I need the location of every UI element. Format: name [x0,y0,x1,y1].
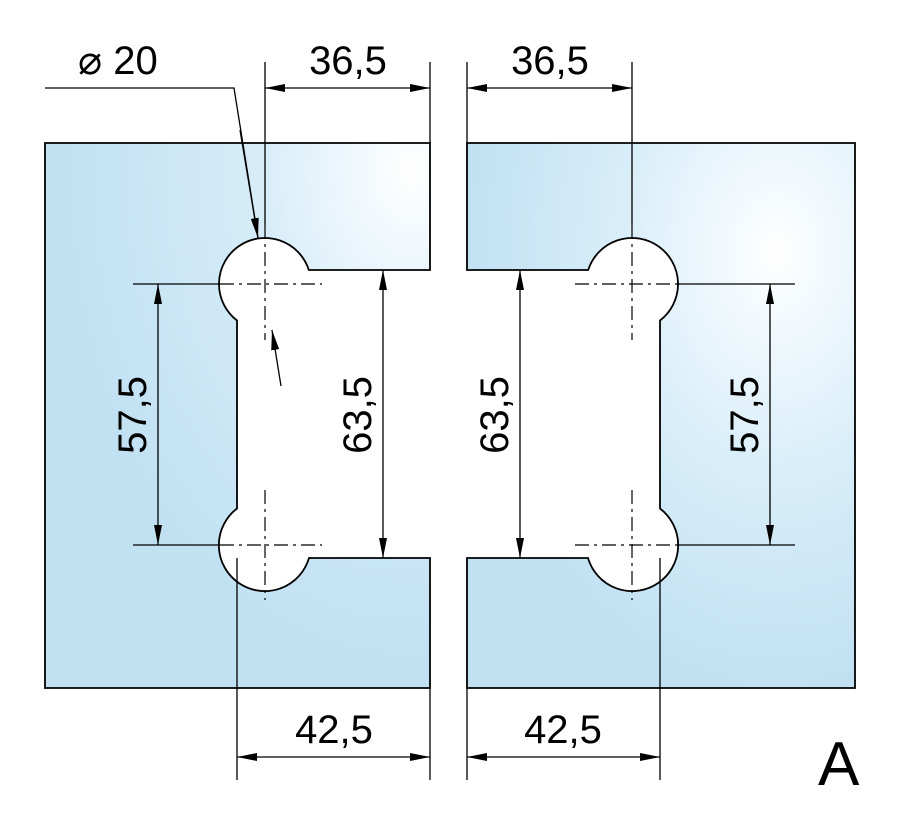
left-glass-plate [44,142,431,689]
left-inner-dimension: 63,5 [336,376,380,454]
view-label: A [818,730,860,799]
top-left-dimension: 36,5 [309,39,387,83]
centerlines [220,225,677,600]
right-outer-dimension: 57,5 [723,376,767,454]
bottom-left-dimension: 42,5 [295,708,373,752]
right-inner-dimension: 63,5 [473,376,517,454]
diameter-label: ⌀ 20 [78,39,158,83]
extension-lines [133,62,795,780]
dimension-lines [45,84,774,761]
right-glass-plate [466,142,856,689]
bottom-right-dimension: 42,5 [524,708,602,752]
left-outer-dimension: 57,5 [111,376,155,454]
top-right-dimension: 36,5 [511,39,589,83]
